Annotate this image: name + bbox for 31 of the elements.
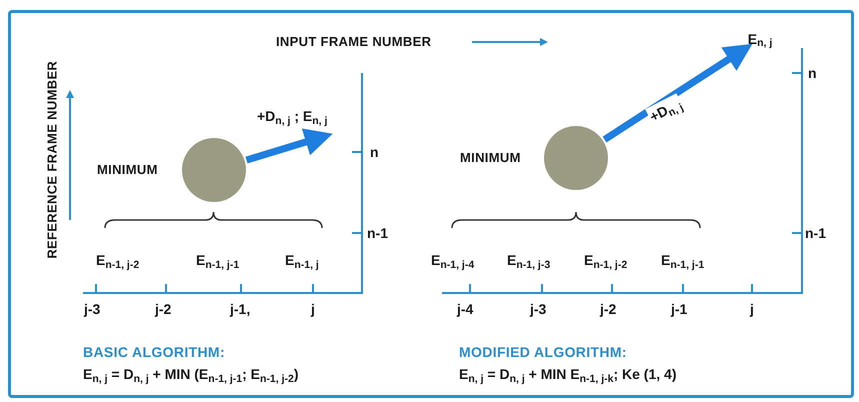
tick-label: j-1, [230,300,250,319]
tick-label: j [750,300,754,319]
tick-label: j [311,300,315,319]
formula: E$_{n, j}$ = D$_{n, j}$ + MIN E$_{n-1, j-k}$; Ke (1, 4) [459,365,676,385]
tick-label: n [808,64,817,83]
term-label: E$_{n-1, j-4}$ [431,251,474,271]
tick-label: j-3 [84,300,100,319]
tick-label: j-2 [600,300,616,319]
result-label: E$_{n, j}$ [742,28,778,50]
tick-label: n [370,143,379,162]
algorithm-heading: MODIFIED ALGORITHM: [459,343,627,362]
tick-label: n-1 [805,224,826,243]
tick-label: j-1 [671,300,688,319]
axis-title: REFERENCE FRAME NUMBER [43,60,60,261]
tick-label: n-1 [367,224,388,243]
arrow [602,44,752,142]
formula: E$_{n, j}$ = D$_{n, j}$ + MIN (E$_{n-1, j-1}$; E$_{n-1, j-2}$) [83,365,299,385]
tick-label: j-3 [530,300,546,319]
node-caption: MINIMUM [97,161,158,179]
arrow [246,128,333,164]
term-label: E$_{n-1, j-1}$ [196,251,240,271]
tick-label: j-2 [155,300,172,319]
term-label: E$_{n-1, j-2}$ [96,251,140,271]
algorithm-heading: BASIC ALGORITHM: [83,343,225,362]
term-label: E$_{n-1, j-1}$ [661,251,704,271]
tick-label: j-4 [457,300,474,319]
term-label: E$_{n-1, j}$ [285,251,319,271]
term-label: E$_{n-1, j-3}$ [507,251,550,271]
node-caption: MINIMUM [460,149,521,167]
axis-title: INPUT FRAME NUMBER [276,33,432,51]
term-label: E$_{n-1, j-2}$ [584,251,628,271]
